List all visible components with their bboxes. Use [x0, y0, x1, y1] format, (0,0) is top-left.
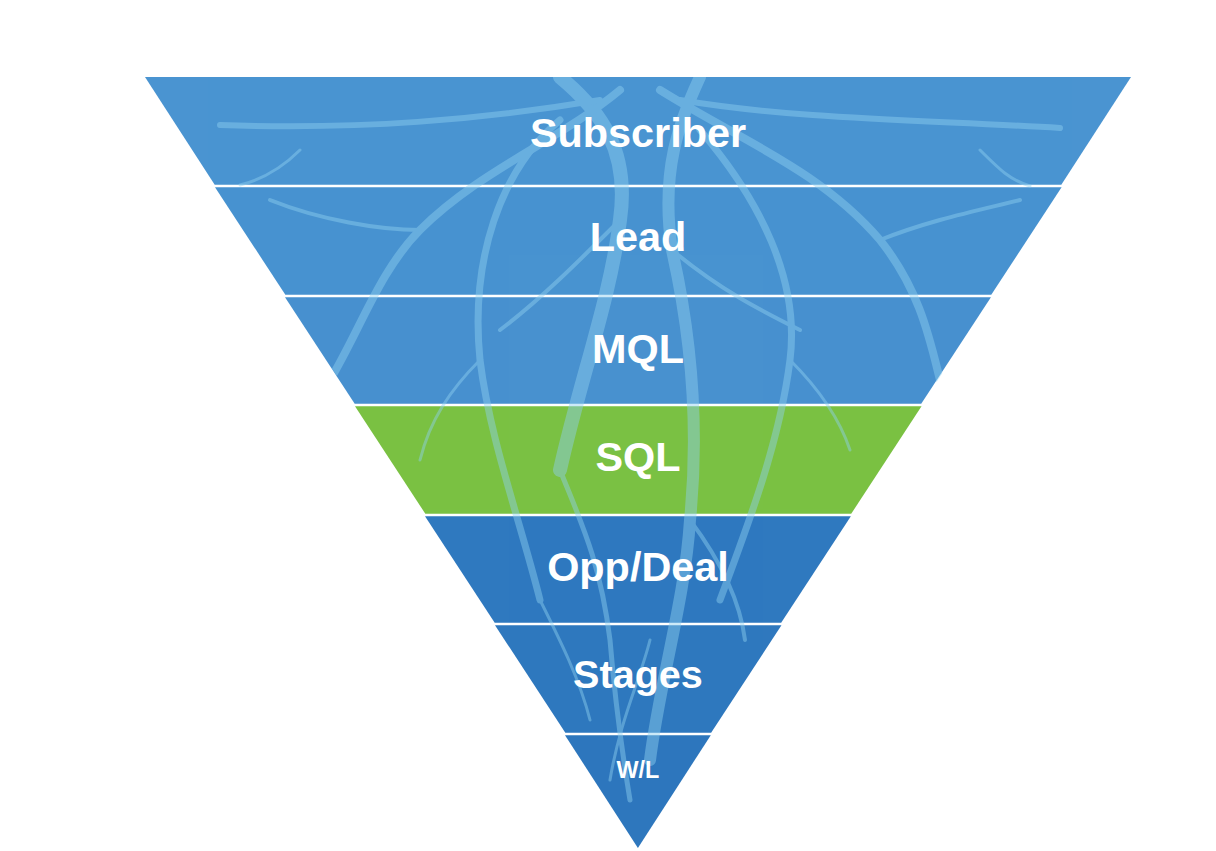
- band-fill: [145, 77, 1131, 185]
- stage-label: Opp/Deal: [425, 545, 851, 591]
- opp-band: Opp/Deal: [425, 515, 851, 624]
- band-fill: [425, 516, 851, 623]
- stages-band: Stages: [495, 624, 781, 734]
- mql-band: MQL: [285, 296, 991, 405]
- stage-label: Lead: [215, 215, 1062, 261]
- band-fill: [285, 297, 991, 404]
- band-fill: [355, 406, 922, 514]
- sql-band: SQL: [355, 405, 922, 515]
- stage-label: MQL: [285, 327, 991, 373]
- band-fill: [495, 625, 781, 733]
- stage-label: Stages: [495, 653, 781, 697]
- stage-label: SQL: [355, 435, 922, 481]
- band-shape: [565, 734, 711, 848]
- band-fill: [565, 735, 711, 848]
- stage-label: W/L: [565, 758, 711, 784]
- stage-label: Subscriber: [145, 111, 1131, 157]
- band-fill: [215, 187, 1062, 295]
- wl-band: W/L: [565, 734, 711, 848]
- subscriber-band: Subscriber: [145, 77, 1131, 186]
- lead-band: Lead: [215, 186, 1062, 296]
